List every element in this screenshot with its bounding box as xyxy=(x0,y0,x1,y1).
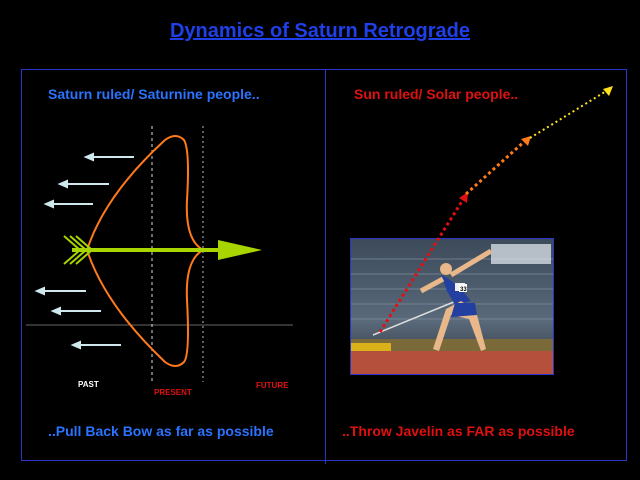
wind-arrowhead xyxy=(43,199,54,209)
page-title: Dynamics of Saturn Retrograde xyxy=(169,20,471,42)
wind-arrows xyxy=(34,152,134,350)
panel-divider xyxy=(325,69,326,464)
sun-caption: ..Throw Javelin as FAR as possible xyxy=(342,423,575,439)
arrow-head xyxy=(218,240,262,260)
diagram-frame xyxy=(21,69,627,461)
stadium-illustration: 33 xyxy=(351,239,553,374)
trajectory-yellow-head xyxy=(603,86,613,96)
trajectory-yellow xyxy=(529,89,609,139)
athlete: 33 xyxy=(419,248,493,351)
wind-arrowhead xyxy=(70,340,81,350)
trajectory-orange xyxy=(464,138,528,196)
saturn-heading: Saturn ruled/ Saturnine people.. xyxy=(48,86,260,102)
present-label: PRESENT xyxy=(154,388,192,397)
past-label: PAST xyxy=(78,380,99,389)
saturn-caption: ..Pull Back Bow as far as possible xyxy=(48,423,274,439)
trajectory-red-head xyxy=(459,192,468,203)
javelin-thrower-photo: 33 xyxy=(350,238,554,375)
arrow-fletching xyxy=(63,235,93,265)
trajectory-orange-head xyxy=(521,136,531,146)
wind-arrowhead xyxy=(83,152,94,162)
future-label: FUTURE xyxy=(256,381,289,390)
sun-heading: Sun ruled/ Solar people.. xyxy=(354,86,519,102)
wind-arrowhead xyxy=(50,306,61,316)
trajectory-red xyxy=(378,197,466,333)
bib-number: 33 xyxy=(460,287,467,293)
wind-arrowhead xyxy=(34,286,45,296)
wind-arrowhead xyxy=(57,179,68,189)
